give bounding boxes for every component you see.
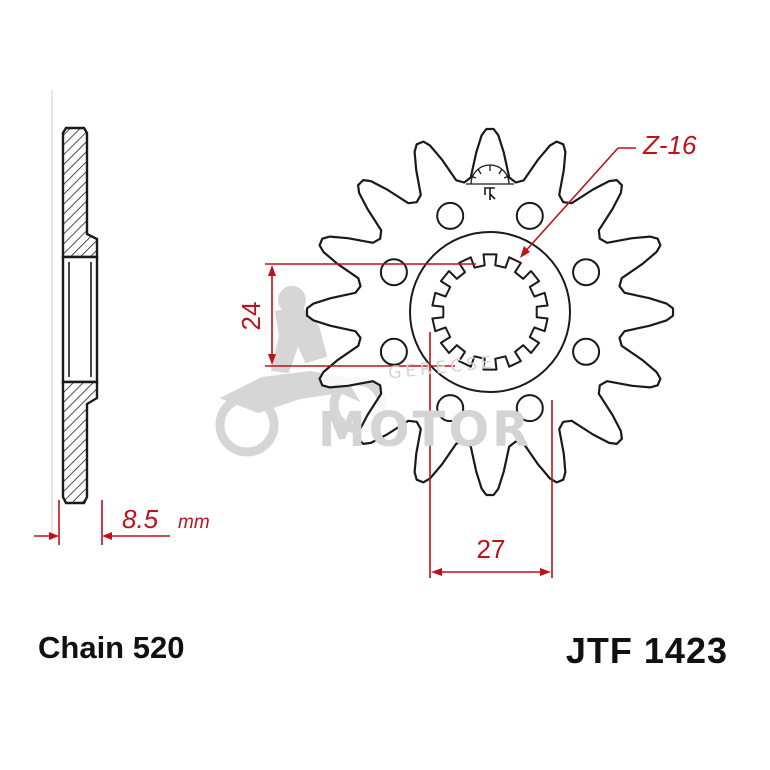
bolt-hole xyxy=(436,394,465,423)
width-arrow-left xyxy=(431,568,442,576)
brand-logo-icon xyxy=(466,164,514,200)
teeth-count-callout: Z-16 xyxy=(520,130,697,258)
bolt-hole xyxy=(572,258,601,287)
teeth-leader-arrow xyxy=(520,246,530,258)
spline-height-dimension: 24 xyxy=(236,263,476,367)
teeth-leader-diagonal xyxy=(521,147,619,256)
motocross-rider-watermark xyxy=(215,286,387,457)
bolt-hole xyxy=(515,201,544,230)
thickness-arrow-left xyxy=(49,532,59,540)
side-view-lower-section xyxy=(61,380,99,505)
thickness-value: 8.5 xyxy=(122,504,159,534)
thickness-dimension: 8.5 mm xyxy=(34,500,210,545)
sprocket-front-view xyxy=(305,127,675,497)
thickness-unit: mm xyxy=(178,512,210,533)
spline-height-value: 24 xyxy=(236,302,266,331)
height-arrow-top xyxy=(268,265,276,276)
chain-size-label: Chain 520 xyxy=(38,630,185,665)
watermark-rider-helmet xyxy=(278,286,306,314)
bolt-hole xyxy=(379,258,408,287)
teeth-count-value: Z-16 xyxy=(642,130,697,160)
bolt-hole xyxy=(436,201,465,230)
thickness-arrow-right xyxy=(102,532,112,540)
bolt-hole xyxy=(379,337,408,366)
spline-bore xyxy=(431,253,549,371)
bolt-hole xyxy=(515,394,544,423)
height-arrow-bottom xyxy=(268,354,276,365)
sprocket-side-view xyxy=(51,90,99,540)
spline-width-value: 27 xyxy=(477,534,506,564)
bolt-holes xyxy=(379,201,601,423)
bolt-hole xyxy=(572,337,601,366)
sprocket-hub-ring xyxy=(409,231,571,393)
side-view-upper-section xyxy=(61,126,99,259)
part-number-label: JTF 1423 xyxy=(565,630,728,671)
spline-width-dimension: 27 xyxy=(429,332,553,578)
side-view-hub-bore xyxy=(61,255,99,384)
width-arrow-right xyxy=(540,568,551,576)
